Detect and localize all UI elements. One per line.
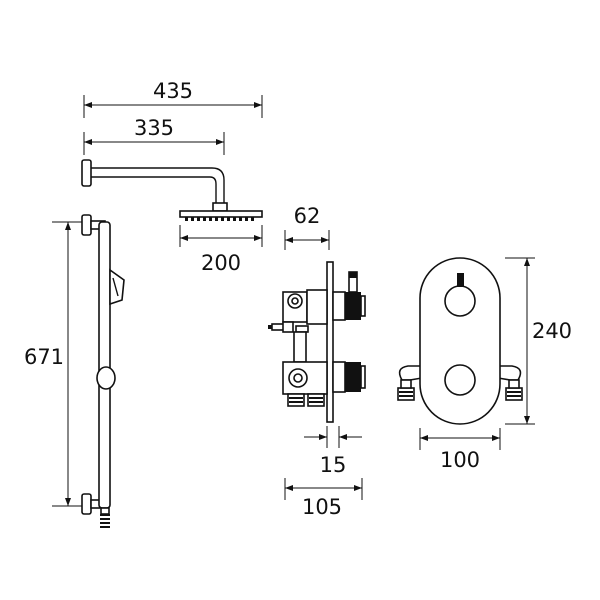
dimension-100: 100	[419, 428, 501, 472]
label-240: 240	[532, 319, 572, 343]
label-200: 200	[201, 251, 241, 275]
dimension-335: 335	[83, 116, 225, 155]
valve-front-view	[397, 257, 523, 425]
label-100: 100	[440, 448, 480, 472]
label-335: 335	[134, 116, 174, 140]
dimension-435: 435	[83, 79, 263, 118]
dimension-62: 62	[284, 204, 330, 250]
dimension-200: 200	[179, 225, 263, 275]
dimension-105: 105	[284, 478, 363, 519]
label-671: 671	[24, 345, 64, 369]
valve-side-view	[268, 261, 366, 423]
dimension-671: 671	[24, 221, 84, 507]
label-435: 435	[153, 79, 193, 103]
label-105: 105	[302, 495, 342, 519]
dimension-15: 15	[304, 426, 362, 477]
dimension-240: 240	[505, 257, 572, 425]
shower-arm-and-head	[81, 159, 263, 221]
label-15: 15	[320, 453, 347, 477]
label-62: 62	[294, 204, 321, 228]
riser-rail	[81, 214, 125, 528]
